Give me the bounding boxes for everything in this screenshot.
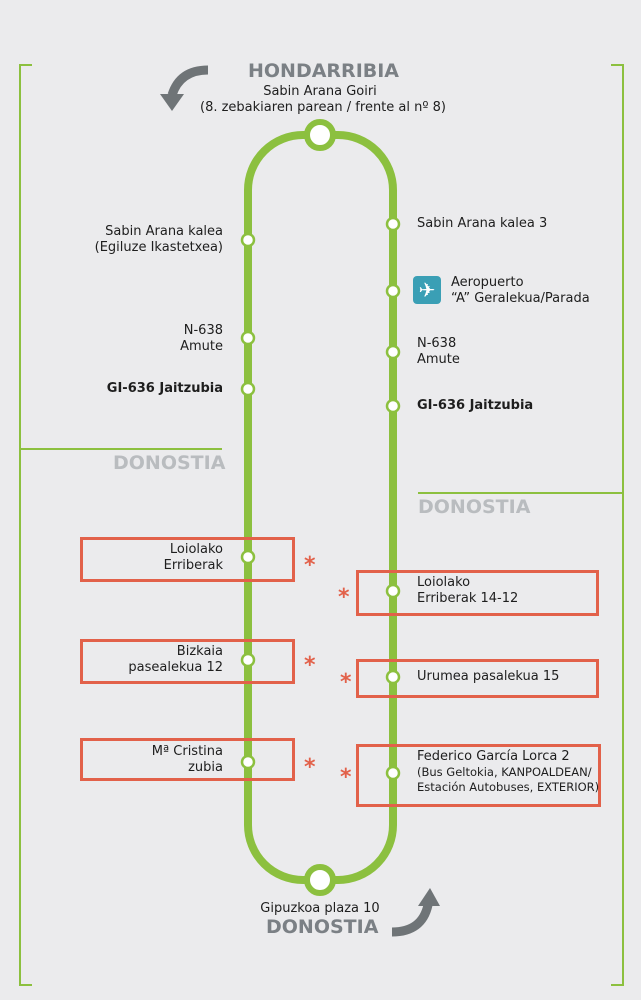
- asterisk-marker: *: [340, 670, 352, 695]
- destination-city: DONOSTIA: [266, 916, 379, 938]
- stop-dot: [385, 765, 401, 781]
- stop-name: Aeropuerto: [451, 275, 524, 290]
- airplane-icon: ✈: [413, 276, 441, 304]
- asterisk-marker: *: [304, 755, 316, 780]
- highlight-box: [356, 659, 599, 698]
- stop-name: Mª Cristina: [151, 744, 223, 759]
- stop-label-left: GI-636 Jaitzubia: [106, 381, 223, 396]
- origin-stop: Sabin Arana Goiri (8. zebakiaren parean …: [200, 84, 446, 116]
- stop-name: Sabin Arana kalea: [105, 224, 223, 239]
- stop-label-right: Federico García Lorca 2 (Bus Geltokia, K…: [417, 749, 599, 795]
- origin-stop-line1: Sabin Arana Goiri: [263, 84, 377, 99]
- highlight-box: [80, 639, 295, 684]
- stop-detail: (Egiluze Ikastetxea): [94, 240, 223, 255]
- stop-name: Loiolako: [417, 575, 471, 590]
- asterisk-marker: *: [338, 585, 350, 610]
- stop-label-right: Sabin Arana kalea 3: [417, 216, 548, 231]
- stop-label-left: Bizkaia pasealekua 12: [128, 644, 223, 676]
- highlight-box: [356, 570, 599, 616]
- highlight-box: [80, 537, 295, 582]
- stop-name: N-638: [183, 323, 223, 338]
- stop-detail: Erriberak: [163, 558, 223, 573]
- stop-label-left: Loiolako Erriberak: [164, 542, 223, 574]
- asterisk-marker: *: [304, 553, 316, 578]
- highlight-box: [80, 738, 295, 781]
- stop-dot: [240, 549, 256, 565]
- zone-label-right: DONOSTIA: [418, 496, 531, 518]
- stop-detail: Amute: [417, 352, 460, 367]
- direction-arrow-bottom-icon: [391, 903, 433, 937]
- stop-label-right: Loiolako Erriberak 14-12: [417, 575, 518, 607]
- stop-dot: [240, 232, 256, 248]
- stop-dot: [385, 216, 401, 232]
- stop-label-right: N-638 Amute: [417, 336, 460, 368]
- stop-dot: [385, 283, 401, 299]
- stop-detail: “A” Geralekua/Parada: [451, 291, 590, 306]
- stop-label-right: Aeropuerto “A” Geralekua/Parada: [451, 275, 590, 307]
- terminal-stop-top: [304, 119, 336, 151]
- stop-dot: [385, 398, 401, 414]
- stop-name: N-638: [417, 336, 457, 351]
- stop-dot: [240, 652, 256, 668]
- stop-dot: [240, 754, 256, 770]
- stop-label-left: Mª Cristina zubia: [152, 744, 223, 776]
- terminal-stop-bottom: [304, 864, 336, 896]
- stop-dot: [240, 330, 256, 346]
- stop-dot: [385, 583, 401, 599]
- destination-stop: Gipuzkoa plaza 10: [260, 901, 380, 916]
- stop-name: Bizkaia: [176, 644, 223, 659]
- stop-name: Federico García Lorca 2: [417, 749, 570, 764]
- origin-city: HONDARRIBIA: [248, 60, 400, 82]
- zone-label-left: DONOSTIA: [113, 452, 226, 474]
- highlight-box: [356, 744, 601, 807]
- origin-stop-line2: (8. zebakiaren parean / frente al nº 8): [200, 100, 446, 115]
- stop-detail: Estación Autobuses, EXTERIOR): [417, 780, 600, 794]
- stop-detail: Erriberak 14-12: [417, 591, 519, 606]
- stop-label-left: Sabin Arana kalea (Egiluze Ikastetxea): [95, 224, 223, 256]
- stop-label-left: N-638 Amute: [180, 323, 223, 355]
- stop-detail: zubia: [188, 760, 223, 775]
- stop-label-right: Urumea pasalekua 15: [417, 669, 560, 684]
- stop-dot: [385, 669, 401, 685]
- stop-detail: Amute: [180, 339, 223, 354]
- left-bracket: [19, 64, 32, 986]
- stop-name: Loiolako: [169, 542, 223, 557]
- stop-label-right: GI-636 Jaitzubia: [417, 398, 534, 413]
- stop-detail: pasealekua 12: [128, 660, 223, 675]
- direction-arrow-top-icon: [167, 65, 209, 97]
- stop-dot: [240, 381, 256, 397]
- stop-dot: [385, 344, 401, 360]
- asterisk-marker: *: [340, 765, 352, 790]
- right-bracket: [611, 64, 624, 986]
- asterisk-marker: *: [304, 653, 316, 678]
- stop-detail: (Bus Geltokia, KANPOALDEAN/: [417, 765, 592, 779]
